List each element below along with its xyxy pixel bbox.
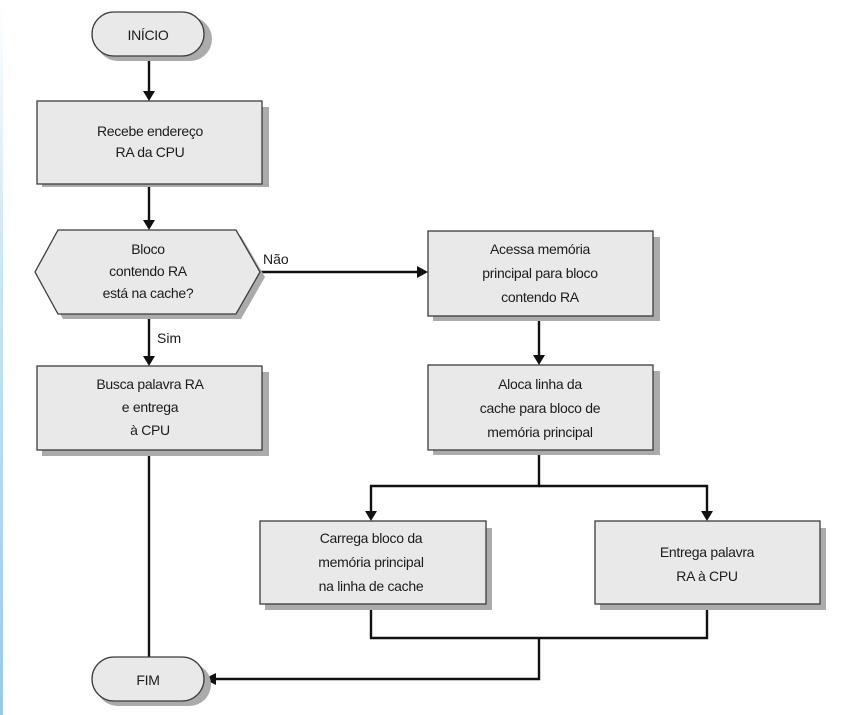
connector-allocate-split — [369, 450, 541, 512]
decision-line-3: está na cache? — [103, 285, 194, 301]
receive-line-2: RA da CPU — [116, 144, 185, 160]
fetch-line-2: e entrega — [122, 399, 179, 415]
load-line-3: na linha de cache — [319, 578, 424, 594]
decision-line-2: contendo RA — [109, 263, 188, 279]
allocate-line-3: memória principal — [487, 424, 593, 440]
start-terminal: INÍCIO — [91, 11, 212, 61]
receive-line-1: Recebe endereço — [97, 123, 204, 139]
load-block-box: Carrega bloco da memória principal na li… — [259, 520, 492, 610]
branch-no-label: Não — [263, 251, 289, 267]
end-terminal: FIM — [91, 656, 211, 706]
fetch-deliver-box: Busca palavra RA e entrega à CPU — [36, 365, 269, 456]
arrowhead-allocate — [533, 355, 545, 365]
receive-address-box: Recebe endereço RA da CPU — [36, 100, 269, 187]
access-line-1: Acessa memória — [490, 241, 591, 257]
decision-line-1: Bloco — [131, 241, 165, 257]
decision-block-in-cache: Bloco contendo RA está na cache? — [34, 229, 265, 319]
fetch-line-3: à CPU — [130, 422, 170, 438]
left-edge-accent — [0, 0, 3, 715]
start-label: INÍCIO — [128, 27, 169, 43]
deliver-line-1: Entrega palavra — [660, 544, 755, 560]
load-line-2: memória principal — [318, 554, 424, 570]
arrowhead-deliver-word — [701, 511, 713, 521]
allocate-line-2: cache para bloco de — [480, 400, 601, 416]
connectors — [143, 58, 713, 685]
allocate-line-box: Aloca linha da cache para bloco de memór… — [427, 364, 660, 455]
deliver-word-box: Entrega palavra RA à CPU — [594, 520, 826, 610]
arrowhead-receive — [143, 91, 155, 101]
arrowhead-access — [417, 266, 428, 278]
load-line-1: Carrega bloco da — [320, 530, 423, 546]
connector-merge-to-end — [215, 638, 541, 681]
arrowhead-load-block — [365, 511, 377, 521]
access-line-2: principal para bloco — [482, 265, 598, 281]
end-label: FIM — [136, 672, 159, 688]
arrowhead-fetch — [143, 356, 155, 366]
deliver-line-2: RA à CPU — [676, 568, 738, 584]
fetch-line-1: Busca palavra RA — [96, 376, 204, 392]
allocate-line-1: Aloca linha da — [498, 376, 582, 392]
branch-yes-label: Sim — [157, 330, 181, 346]
access-line-3: contendo RA — [501, 289, 580, 305]
access-memory-box: Acessa memória principal para bloco cont… — [427, 230, 660, 321]
connector-allocate-to-deliver — [539, 484, 709, 512]
arrowhead-decision — [143, 220, 155, 230]
